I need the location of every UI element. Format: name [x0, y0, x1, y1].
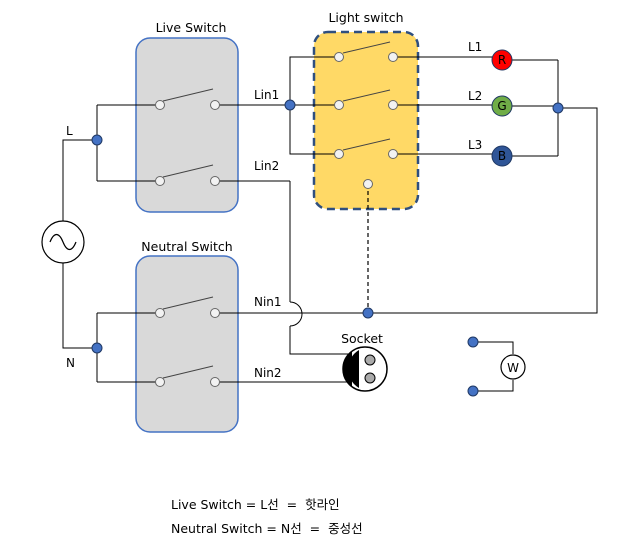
- switch-levers: [162, 41, 391, 379]
- lamp-g-label: G: [497, 99, 506, 113]
- socket-icon: [342, 346, 388, 392]
- label-l1: L1: [468, 40, 482, 54]
- lamp-b-icon: [491, 145, 513, 167]
- lamp-r-icon: [491, 49, 513, 71]
- switch-terminals: [155, 52, 398, 387]
- wattmeter-label: W: [507, 361, 519, 375]
- label-lin1: Lin1: [254, 88, 279, 102]
- lamp-g-icon: [491, 95, 513, 117]
- socket-title: Socket: [341, 331, 383, 346]
- light-switch-box: [312, 30, 420, 211]
- lamp-r-label: R: [498, 53, 506, 67]
- live-switch-box: [135, 37, 239, 213]
- light-switch-title: Light switch: [328, 10, 403, 25]
- label-l2: L2: [468, 89, 482, 103]
- neutral-switch-title: Neutral Switch: [141, 239, 232, 254]
- label-nin1: Nin1: [254, 295, 282, 309]
- label-l3: L3: [468, 138, 482, 152]
- label-n: N: [66, 356, 75, 370]
- legend-line-2: Neutral Switch = N선 = 중성선: [171, 521, 363, 536]
- label-lin2: Lin2: [254, 159, 279, 173]
- wattmeter-icon: [500, 354, 526, 380]
- ac-source-icon: [41, 220, 85, 264]
- junction-nodes: [91, 99, 564, 397]
- label-nin2: Nin2: [254, 366, 282, 380]
- label-l: L: [66, 124, 73, 138]
- live-switch-title: Live Switch: [156, 20, 227, 35]
- neutral-switch-box: [135, 255, 239, 433]
- legend-line-1: Live Switch = L선 = 핫라인: [171, 497, 340, 512]
- lamp-b-label: B: [498, 149, 506, 163]
